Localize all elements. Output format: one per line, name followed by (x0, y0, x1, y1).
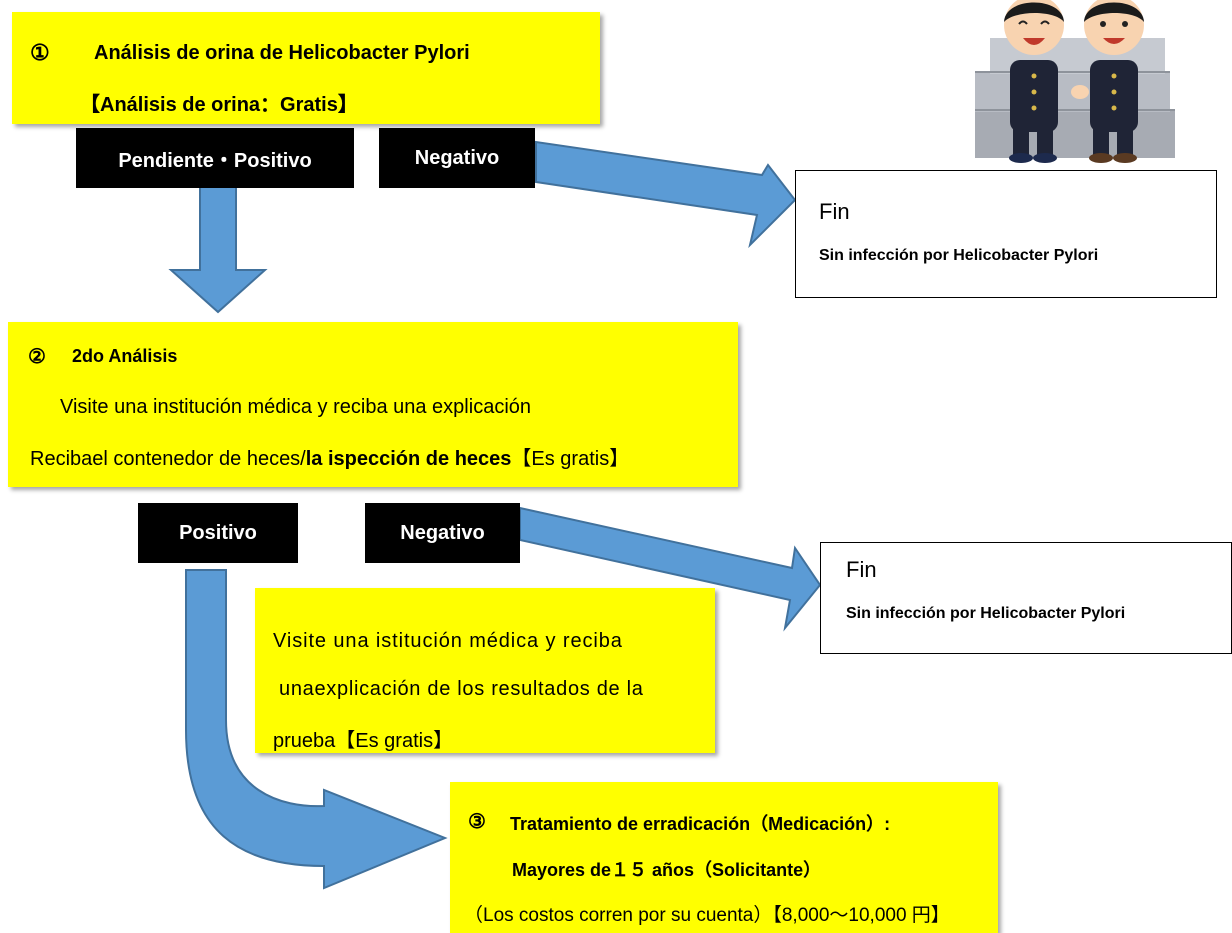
note-line2: unaexplicación de los resultados de la (279, 678, 644, 700)
end2-box: Fin Sin infección por Helicobacter Pylor… (820, 542, 1232, 654)
step3-box: ③ Tratamiento de erradicación（Medicación… (450, 782, 998, 933)
end2-text: Sin infección por Helicobacter Pylori (846, 605, 1126, 622)
results-explanation-note: Visite una istitución médica y reciba un… (255, 588, 715, 753)
end1-text: Sin infección por Helicobacter Pylori (819, 247, 1099, 264)
step2-line2: Recibael contenedor de heces/la ispecció… (30, 442, 629, 471)
step2-line2-bold: la ispección de heces (305, 448, 512, 470)
step3-title: Tratamiento de erradicación（Medicación）: (510, 814, 891, 834)
arrow-negative1-to-end (535, 140, 797, 249)
step1-subtitle: 【Análisis de orina：Gratis】 (80, 94, 358, 116)
end1-box: Fin Sin infección por Helicobacter Pylor… (795, 170, 1217, 298)
step1-title: Análisis de orina de Helicobacter Pylori (94, 42, 470, 64)
step2-number: ② (28, 346, 46, 368)
step2-line2-suffix: 【Es gratis】 (511, 448, 630, 470)
step2-box: ② 2do Análisis Visite una institución mé… (8, 322, 738, 487)
arrow-down-to-step2 (168, 171, 268, 314)
step1-result-negative: Negativo (379, 128, 535, 188)
two-students-sitting-illustration (975, 0, 1175, 163)
note-line1: Visite una istitución médica y reciba (273, 630, 623, 652)
note-line3: prueba【Es gratis】 (273, 730, 454, 752)
step1-number: ① (30, 40, 50, 65)
step3-number: ③ (468, 811, 486, 833)
end2-title: Fin (846, 557, 877, 582)
step1-box: ① Análisis de orina de Helicobacter Pylo… (12, 12, 600, 124)
step2-result-positive: Positivo (138, 503, 298, 563)
end1-title: Fin (819, 199, 850, 224)
step1-result-pending-positive: Pendiente・Positivo (76, 128, 354, 188)
step3-line2: Mayores de１５ años（Solicitante） (512, 860, 822, 880)
step2-line1: Visite una institución médica y reciba u… (60, 396, 532, 418)
step2-line2-prefix: Recibael contenedor de heces/ (30, 448, 306, 470)
arrow-negative2-to-end (519, 506, 822, 632)
arrow-positive-to-step3 (185, 569, 448, 890)
step3-line3: （Los costos corren por su cuenta）【8,000～… (464, 905, 950, 926)
step2-title: 2do Análisis (72, 346, 178, 366)
step2-result-negative: Negativo (365, 503, 520, 563)
